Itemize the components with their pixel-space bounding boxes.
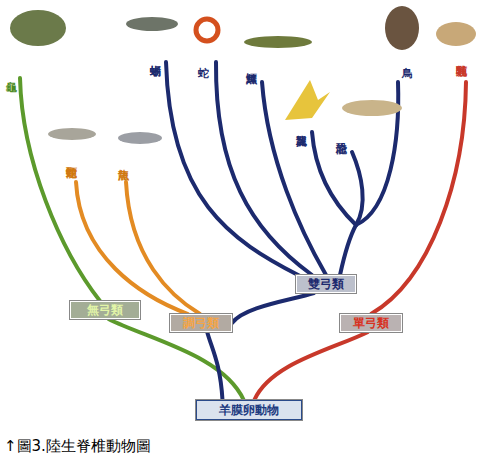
pterosaur-branch xyxy=(312,132,356,225)
dinosaur-branch xyxy=(352,152,363,225)
group-name: 羊膜卵動物 xyxy=(219,402,279,419)
group-name: 單弓類 xyxy=(353,315,389,332)
turtle-picture xyxy=(10,10,66,46)
tree-connector xyxy=(254,332,368,400)
animal-pictures xyxy=(10,6,476,144)
group-box: 雙弓類 xyxy=(296,275,356,293)
dinosaur-picture xyxy=(342,100,402,116)
mammal-picture xyxy=(436,22,476,46)
tree-connector xyxy=(232,293,314,323)
bird-picture xyxy=(385,6,419,50)
ichthyosaur-picture xyxy=(118,132,162,144)
group-name: 無弓類 xyxy=(87,302,123,319)
snake-picture xyxy=(196,19,218,41)
lizard-picture xyxy=(126,17,178,31)
group-box: 單弓類 xyxy=(340,314,402,332)
root-box: 羊膜卵動物 xyxy=(196,400,302,420)
pterosaur-picture xyxy=(285,80,330,120)
ichthyosaur-branch xyxy=(126,182,200,314)
group-box: 無弓類 xyxy=(70,301,140,319)
archosaur-branch xyxy=(340,225,356,275)
group-name: 調弓類 xyxy=(183,315,219,332)
plesiosaur-picture xyxy=(48,128,96,140)
turtle-branch xyxy=(20,78,100,301)
tree-connector xyxy=(207,332,222,400)
group-name: 雙弓類 xyxy=(308,276,344,293)
group-box: 調弓類 xyxy=(170,314,232,332)
mammal-branch xyxy=(371,82,466,314)
crocodile-picture xyxy=(244,36,312,48)
figure-caption: ↑圖3.陸生脊椎動物圖 xyxy=(4,437,151,456)
